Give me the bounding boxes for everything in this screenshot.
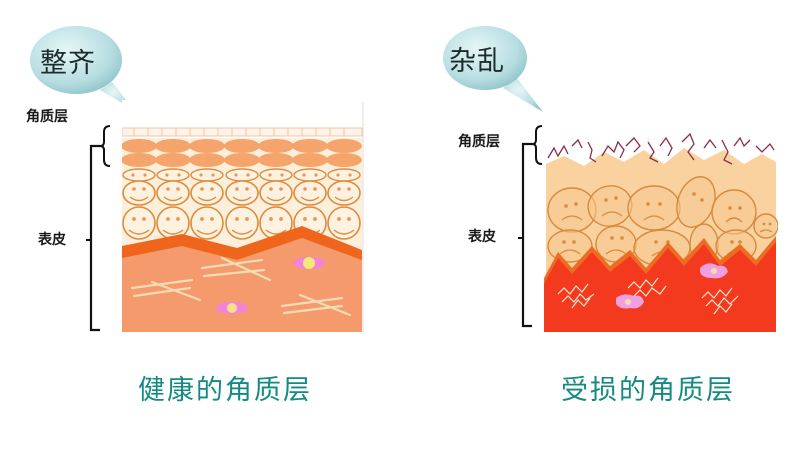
healthy-skin-illustration — [122, 100, 364, 332]
bracket-left — [86, 125, 111, 332]
bracket-right — [518, 125, 543, 328]
label-epidermis-left: 表皮 — [38, 232, 66, 248]
speech-bubble-right: 杂乱 — [437, 22, 549, 114]
bubble-label-orderly: 整齐 — [40, 48, 96, 79]
speech-bubble-left: 整齐 — [24, 22, 136, 114]
caption-healthy: 健康的角质层 — [138, 375, 312, 406]
label-stratum-corneum-left: 角质层 — [26, 109, 68, 125]
damaged-skin-illustration — [544, 128, 778, 332]
label-epidermis-right: 表皮 — [468, 229, 496, 245]
caption-damaged: 受损的角质层 — [561, 375, 735, 406]
speech-bubble-icon — [443, 26, 543, 112]
bubble-label-disordered: 杂乱 — [449, 46, 505, 77]
label-stratum-corneum-right: 角质层 — [458, 134, 500, 150]
